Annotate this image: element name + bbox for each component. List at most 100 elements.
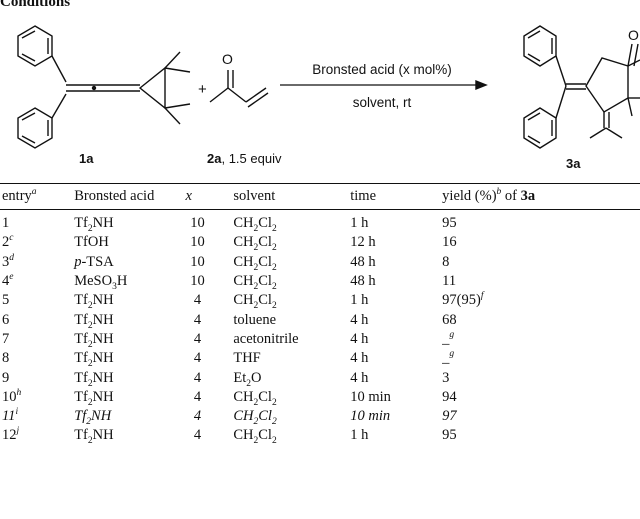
cell-x: 4 — [193, 427, 202, 444]
cell-acid: MeSO3H — [74, 273, 128, 292]
cell-x: 4 — [193, 350, 202, 367]
cell-acid: p-TSA — [74, 253, 114, 270]
cell-solvent: CH2Cl2 — [233, 427, 277, 447]
oxygen-atom-product: O — [628, 27, 639, 43]
cell-entry: 3d — [2, 252, 14, 270]
cell-x: 4 — [193, 311, 202, 328]
cell-time: 4 h — [350, 330, 369, 347]
reactant2-label: 2a, 1.5 equiv — [207, 151, 282, 166]
cell-x: 10 — [190, 273, 205, 290]
table-row: 4e MeSO3H 10 CH2Cl2 48 h 11 — [0, 272, 640, 291]
cell-yield: 3 — [442, 369, 450, 386]
phenyl-ring-bottom — [17, 107, 53, 149]
cell-time: 1 h — [350, 292, 369, 309]
phenyl-ring-top — [17, 25, 53, 67]
cell-acid: Tf2NH — [74, 292, 114, 312]
cell-solvent: CH2Cl2 — [233, 408, 277, 427]
cell-acid: Tf2NH — [74, 369, 114, 389]
cell-acid: Tf2NH — [74, 388, 114, 408]
table-row: 6 Tf2NH 4 toluene 4 h 68 — [0, 310, 640, 331]
cell-entry: 4e — [2, 272, 14, 290]
cell-entry: 8 — [2, 350, 10, 367]
cell-solvent: THF — [233, 350, 261, 367]
cell-time: 4 h — [350, 311, 369, 328]
table-row: 9 Tf2NH 4 Et2O 4 h 3 — [0, 368, 640, 389]
header-row: entrya Bronsted acid x solvent time yiel… — [0, 183, 640, 210]
cell-x: 4 — [193, 330, 202, 347]
cell-solvent: CH2Cl2 — [233, 273, 277, 292]
cell-x: 10 — [190, 234, 205, 251]
cell-x: 10 — [190, 253, 205, 270]
cell-solvent: CH2Cl2 — [233, 253, 277, 273]
cell-entry: 12j — [2, 426, 20, 444]
cell-solvent: CH2Cl2 — [233, 292, 277, 312]
cell-yield: 94 — [442, 388, 457, 405]
cell-solvent: CH2Cl2 — [233, 234, 277, 254]
cell-x: 4 — [193, 388, 202, 405]
cell-acid: Tf2NH — [74, 408, 112, 427]
cell-solvent: acetonitrile — [233, 330, 299, 347]
cell-yield: 97(95)f — [442, 291, 484, 309]
cell-yield: 95 — [442, 215, 457, 232]
plus-sign: + — [198, 81, 207, 98]
cell-acid: TfOH — [74, 234, 109, 251]
table-row: 1 Tf2NH 10 CH2Cl2 1 h 95 — [0, 210, 640, 234]
cell-entry: 5 — [2, 292, 10, 309]
cell-time: 10 min — [350, 388, 391, 405]
cell-yield: 11 — [442, 273, 457, 290]
cell-yield: _g — [442, 349, 455, 367]
header-yield: yield (%)b of 3a — [442, 183, 640, 210]
cell-entry: 9 — [2, 369, 10, 386]
cell-yield: 8 — [442, 253, 450, 270]
cell-acid: Tf2NH — [74, 427, 114, 447]
reaction-scheme: O O + — [17, 25, 640, 149]
cell-time: 48 h — [350, 253, 376, 270]
page-title: Conditions — [0, 0, 71, 10]
cell-solvent: Et2O — [233, 369, 262, 389]
cell-solvent: toluene — [233, 311, 277, 328]
product-structure — [523, 25, 640, 149]
table-row: 2c TfOH 10 CH2Cl2 12 h 16 — [0, 233, 640, 254]
cell-yield: 95 — [442, 427, 457, 444]
cell-yield: 16 — [442, 234, 457, 251]
cell-x: 10 — [190, 215, 205, 232]
cell-solvent: CH2Cl2 — [233, 388, 277, 408]
cell-x: 4 — [193, 292, 202, 309]
results-table: entrya Bronsted acid x solvent time yiel… — [0, 183, 640, 446]
conditions-top: Bronsted acid (x mol%) — [312, 62, 452, 77]
mvk-structure — [209, 70, 269, 108]
reactant1-label: 1a — [79, 151, 94, 166]
cell-time: 48 h — [350, 273, 376, 290]
cell-entry: 1 — [2, 215, 10, 232]
header-acid: Bronsted acid — [74, 183, 186, 210]
cell-time: 10 min — [350, 408, 391, 425]
cell-acid: Tf2NH — [74, 215, 114, 235]
table-row: 12j Tf2NH 4 CH2Cl2 1 h 95 — [0, 426, 640, 447]
cell-yield: _g — [442, 330, 455, 347]
cell-time: 1 h — [350, 215, 369, 232]
cell-time: 1 h — [350, 427, 369, 444]
oxygen-atom: O — [222, 51, 233, 67]
cell-acid: Tf2NH — [74, 311, 114, 331]
cell-x: 4 — [193, 369, 202, 386]
cell-x: 4 — [193, 408, 202, 425]
cell-time: 12 h — [350, 234, 376, 251]
cell-solvent: CH2Cl2 — [233, 215, 277, 235]
header-time: time — [350, 183, 443, 210]
cell-acid: Tf2NH — [74, 350, 114, 370]
table-row: 5 Tf2NH 4 CH2Cl2 1 h 97(95)f — [0, 291, 640, 312]
cell-entry: 2c — [2, 233, 14, 251]
header-entry: entrya — [0, 183, 75, 210]
cell-yield: 68 — [442, 311, 457, 328]
product-label: 3a — [566, 156, 581, 171]
cell-time: 4 h — [350, 369, 369, 386]
header-x: x — [185, 183, 234, 210]
cell-entry: 6 — [2, 311, 10, 328]
header-solvent: solvent — [233, 183, 351, 210]
cell-time: 4 h — [350, 350, 369, 367]
table-row: 3d p-TSA 10 CH2Cl2 48 h 8 — [0, 253, 640, 272]
cell-entry: 7 — [2, 330, 10, 347]
